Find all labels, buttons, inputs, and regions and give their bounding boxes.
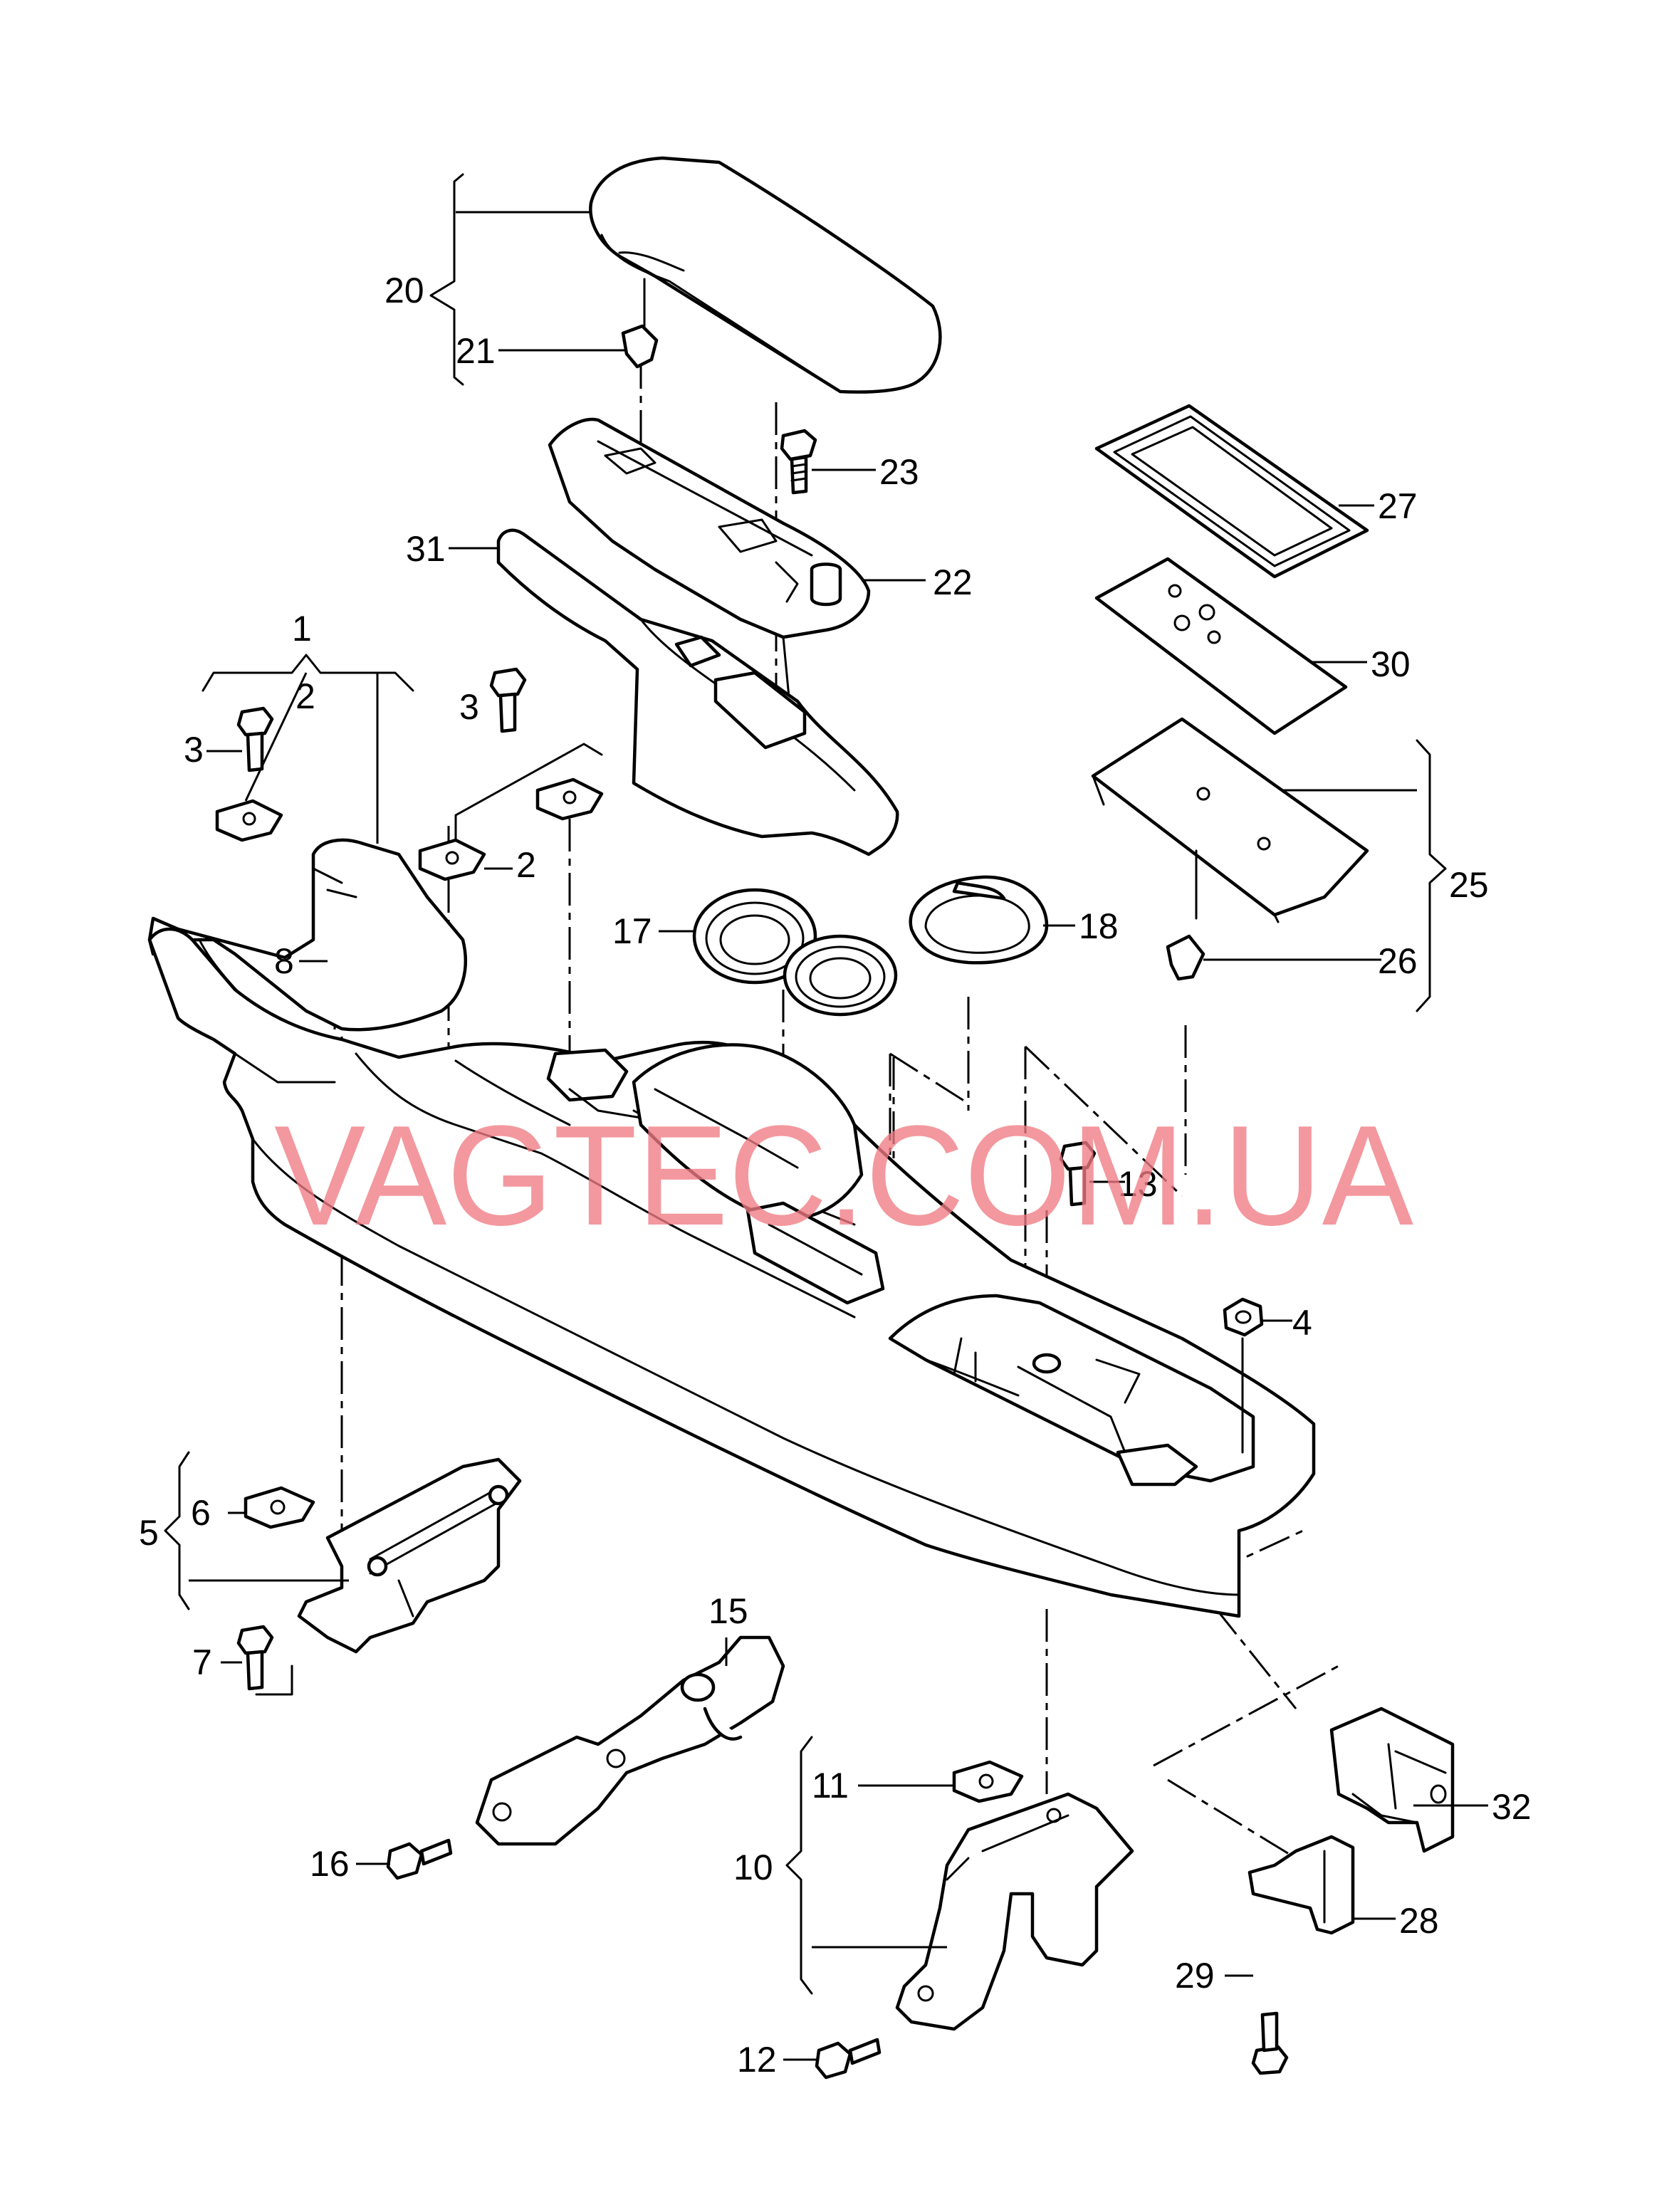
label-32: 32 <box>1492 1787 1532 1827</box>
label-4: 4 <box>1292 1303 1312 1343</box>
part-22-hinge-bracket <box>548 417 871 713</box>
part-13-screw <box>1059 1141 1097 1207</box>
label-2-center: 2 <box>516 845 536 885</box>
part-11-clip-nut <box>952 1760 1024 1803</box>
label-22: 22 <box>933 562 973 602</box>
part-23-screw <box>780 429 817 495</box>
part-10-bracket <box>895 1792 1134 2031</box>
label-7: 7 <box>192 1642 212 1682</box>
part-3-screw-center <box>489 667 527 733</box>
part-28-holder <box>1248 1835 1355 1935</box>
label-16: 16 <box>310 1844 350 1884</box>
label-12: 12 <box>737 2040 777 2080</box>
label-15: 15 <box>708 1591 748 1631</box>
label-29: 29 <box>1175 1956 1215 1996</box>
label-30: 30 <box>1371 644 1411 684</box>
part-2-clip-center <box>418 743 604 881</box>
watermark-text: VAGTEC.COM.UA <box>274 1096 1414 1255</box>
part-30-insert-mat <box>1094 557 1348 735</box>
label-27: 27 <box>1378 486 1418 526</box>
part-16-bolt <box>386 1838 453 1880</box>
part-5-bracket <box>297 1457 522 1654</box>
label-2-left: 2 <box>295 676 315 716</box>
label-20: 20 <box>385 271 424 310</box>
label-21: 21 <box>456 331 496 371</box>
part-32-control-module <box>1329 1707 1455 1853</box>
label-17: 17 <box>612 911 652 951</box>
label-8: 8 <box>274 941 294 981</box>
label-10: 10 <box>733 1847 773 1887</box>
label-23: 23 <box>879 452 919 492</box>
label-1: 1 <box>292 609 312 649</box>
label-13: 13 <box>1118 1164 1158 1204</box>
part-25-storage-tray <box>1091 717 1369 923</box>
part-15-support-bracket <box>475 1635 785 1846</box>
center-console-body <box>147 927 1316 1618</box>
part-18-seal <box>909 875 1049 965</box>
label-6: 6 <box>191 1493 211 1533</box>
part-3-screw-left <box>236 706 274 772</box>
part-7-screw <box>236 1625 274 1691</box>
label-3-center: 3 <box>459 687 479 727</box>
group-braces <box>164 173 1447 1995</box>
part-21-clip <box>621 278 659 369</box>
label-11: 11 <box>812 1766 849 1805</box>
part-4-nut <box>1223 1297 1264 1454</box>
part-6-clip-nut <box>244 1486 315 1529</box>
leader-lines <box>189 211 1488 2061</box>
part-29-screw <box>1251 2011 1289 2075</box>
part-17-cup-holder-seal <box>692 888 898 1017</box>
part-27-mat-frame <box>1094 404 1369 579</box>
label-18: 18 <box>1079 906 1119 946</box>
label-25: 25 <box>1449 865 1489 905</box>
label-5: 5 <box>139 1513 159 1553</box>
part-labels: 20 21 23 22 31 27 30 25 26 17 18 1 2 3 3… <box>139 271 1532 2080</box>
part-2-clip-left <box>215 799 283 842</box>
part-31-trim-cover <box>496 528 899 856</box>
part-12-bolt <box>815 2038 882 2080</box>
label-3-left: 3 <box>184 730 204 770</box>
label-31: 31 <box>406 529 446 569</box>
label-28: 28 <box>1399 1901 1439 1941</box>
part-26-clip <box>1166 934 1205 981</box>
label-26: 26 <box>1378 941 1418 981</box>
part-20-armrest-lid <box>589 156 942 394</box>
